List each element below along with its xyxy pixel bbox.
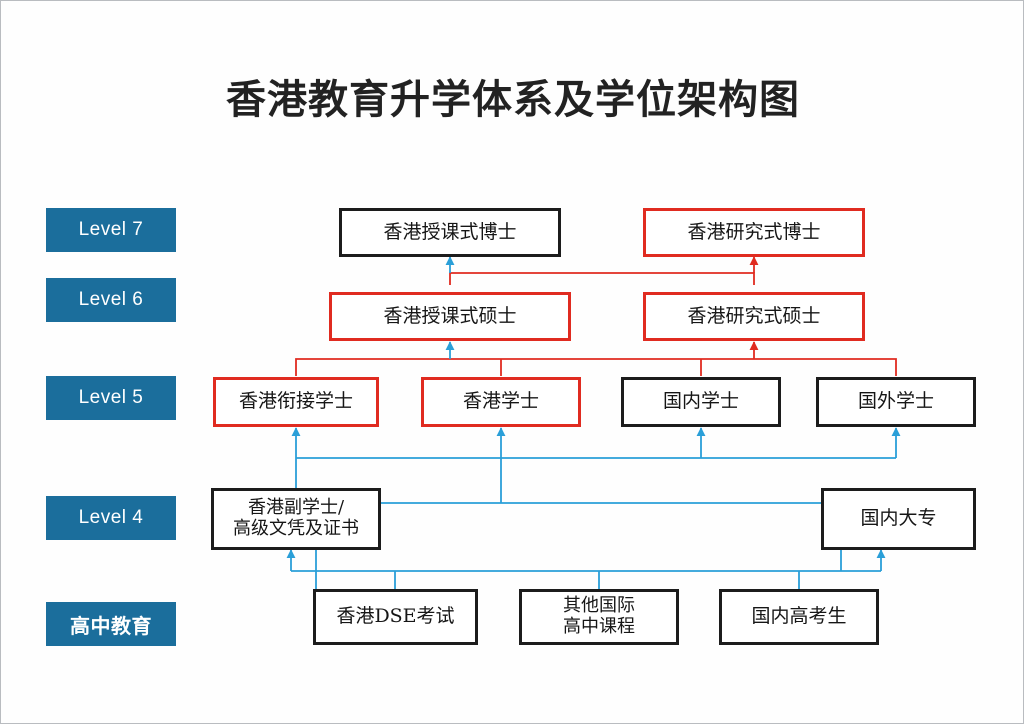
node-label: 香港授课式硕士 <box>383 304 517 327</box>
badge-label: Level 4 <box>78 507 144 528</box>
edge-master-bus <box>449 272 755 285</box>
node-label: 国内大专 <box>860 507 937 530</box>
badge-label: Level 6 <box>78 289 144 310</box>
node-label: 香港副学士/ 高级文凭及证书 <box>233 497 359 539</box>
node-label: 香港授课式博士 <box>383 220 517 243</box>
node-sub-degree[interactable]: 香港副学士/ 高级文凭及证书 <box>211 488 381 550</box>
badge-label: 高中教育 <box>70 613 152 638</box>
badge-level-4[interactable]: Level 4 <box>46 496 176 540</box>
node-taught-doctorate[interactable]: 香港授课式博士 <box>339 208 561 257</box>
node-hk-dse[interactable]: 香港DSE考试 <box>313 589 478 645</box>
node-research-doctorate[interactable]: 香港研究式博士 <box>643 208 865 257</box>
node-label: 香港衔接学士 <box>238 390 353 413</box>
node-research-master[interactable]: 香港研究式硕士 <box>643 292 865 341</box>
node-hk-bachelor[interactable]: 香港学士 <box>421 377 581 427</box>
page-title: 香港教育升学体系及学位架构图 <box>226 77 800 123</box>
node-label: 国外学士 <box>857 390 934 413</box>
node-mainland-gaokao[interactable]: 国内高考生 <box>719 589 879 645</box>
node-label: 国内高考生 <box>751 605 847 628</box>
node-intl-curriculum[interactable]: 其他国际 高中课程 <box>519 589 679 645</box>
node-overseas-bachelor[interactable]: 国外学士 <box>816 377 976 427</box>
edge-level5-bus <box>295 358 897 376</box>
node-articulation-bachelor[interactable]: 香港衔接学士 <box>213 377 379 427</box>
node-label: 香港学士 <box>462 390 539 413</box>
node-label: 香港研究式硕士 <box>687 304 821 327</box>
badge-senior-secondary[interactable]: 高中教育 <box>46 602 176 646</box>
badge-level-5[interactable]: Level 5 <box>46 376 176 420</box>
node-mainland-college[interactable]: 国内大专 <box>821 488 976 550</box>
badge-level-7[interactable]: Level 7 <box>46 208 176 252</box>
node-label: 国内学士 <box>662 390 739 413</box>
badge-label: Level 7 <box>78 219 144 240</box>
node-mainland-bachelor[interactable]: 国内学士 <box>621 377 781 427</box>
badge-label: Level 5 <box>78 387 144 408</box>
node-taught-master[interactable]: 香港授课式硕士 <box>329 292 571 341</box>
node-label: 香港DSE考试 <box>336 605 455 628</box>
node-label: 香港研究式博士 <box>687 220 821 243</box>
node-label: 其他国际 高中课程 <box>563 595 635 637</box>
badge-level-6[interactable]: Level 6 <box>46 278 176 322</box>
